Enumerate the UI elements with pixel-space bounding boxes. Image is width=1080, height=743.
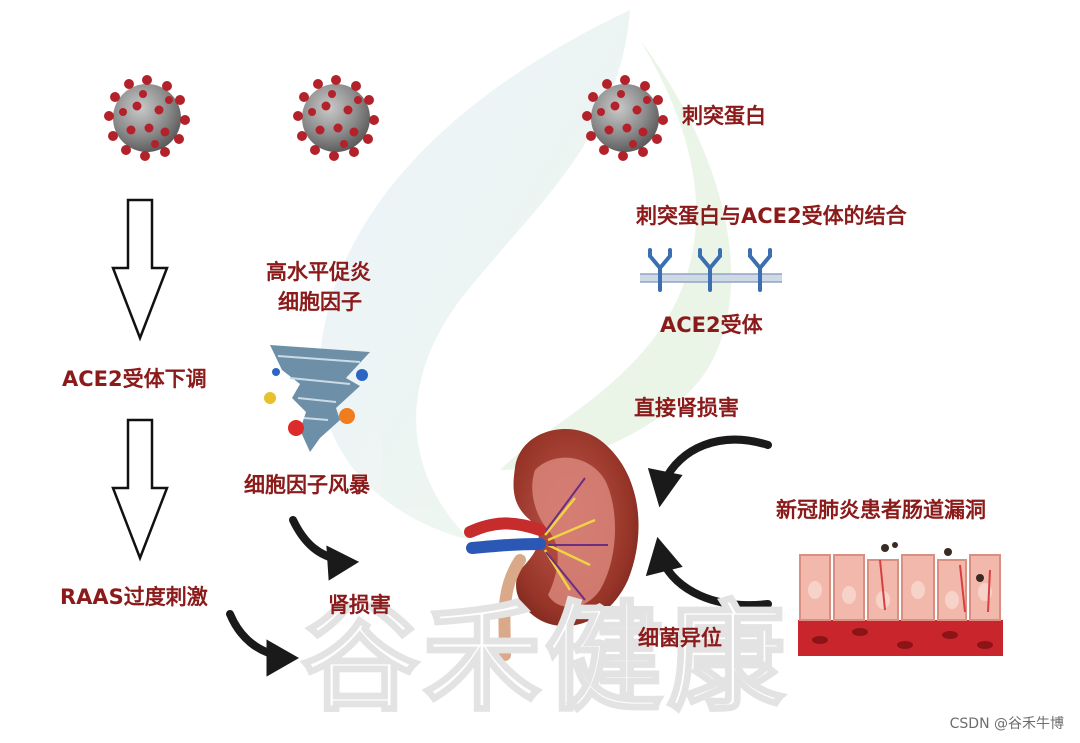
label-spike-binding: 刺突蛋白与ACE2受体的结合 xyxy=(636,204,907,229)
curved-arrow-cytokine xyxy=(293,520,356,578)
label-direct-injury: 直接肾损害 xyxy=(634,396,739,421)
label-cytokines-high-2: 细胞因子 xyxy=(278,290,362,315)
credit-text: CSDN @谷禾牛博 xyxy=(950,713,1064,733)
label-kidney-injury: 肾损害 xyxy=(328,593,391,618)
label-gut-leak: 新冠肺炎患者肠道漏洞 xyxy=(776,498,986,523)
label-ace2-downregulation: ACE2受体下调 xyxy=(62,367,207,392)
receptor-icon xyxy=(650,250,670,290)
down-arrow-1 xyxy=(113,200,167,338)
label-cytokines-high: 高水平促炎 xyxy=(266,260,371,285)
virus-icon-middle xyxy=(293,75,379,161)
label-bacterial-translocation: 细菌异位 xyxy=(638,626,722,651)
down-arrow-2 xyxy=(113,420,167,558)
label-ace2-receptor: ACE2受体 xyxy=(660,313,763,338)
label-cytokine-storm: 细胞因子风暴 xyxy=(244,473,370,498)
receptor-icon xyxy=(750,250,770,290)
curved-arrow-direct xyxy=(650,440,768,504)
virus-icon-left xyxy=(104,75,190,161)
label-raas: RAAS过度刺激 xyxy=(60,585,208,610)
label-spike-protein: 刺突蛋白 xyxy=(682,104,766,129)
